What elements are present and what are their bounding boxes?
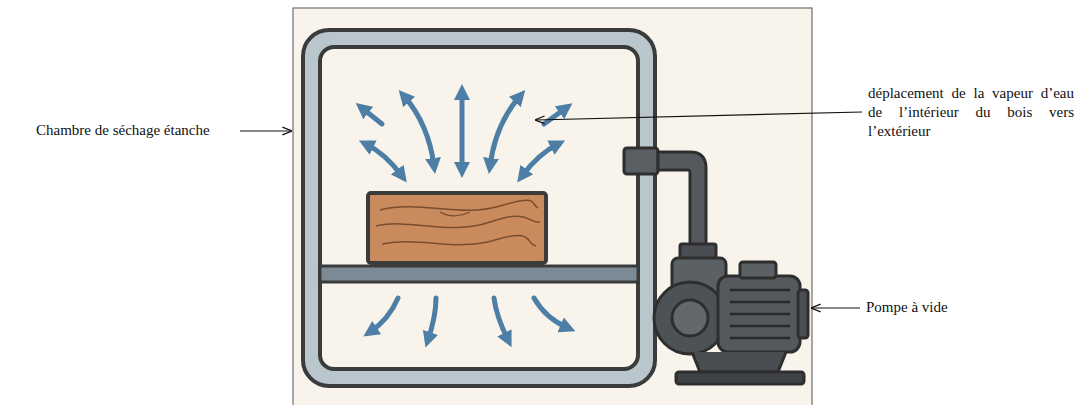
background-panel <box>293 8 812 405</box>
leader-lines <box>240 112 862 308</box>
wood-plank <box>368 193 546 263</box>
callout-label: déplacement de la vapeur d’eau de l’inté… <box>868 84 1074 141</box>
callout-label: Pompe à vide <box>866 298 948 317</box>
vacuum-pump <box>654 258 808 384</box>
callout-label: Chambre de séchage étanche <box>36 121 210 140</box>
vapour-arrows <box>362 92 568 340</box>
chamber-wall <box>303 30 655 386</box>
shelf <box>320 266 638 282</box>
vacuum-pipe <box>624 148 716 260</box>
chamber-interior <box>320 47 638 369</box>
